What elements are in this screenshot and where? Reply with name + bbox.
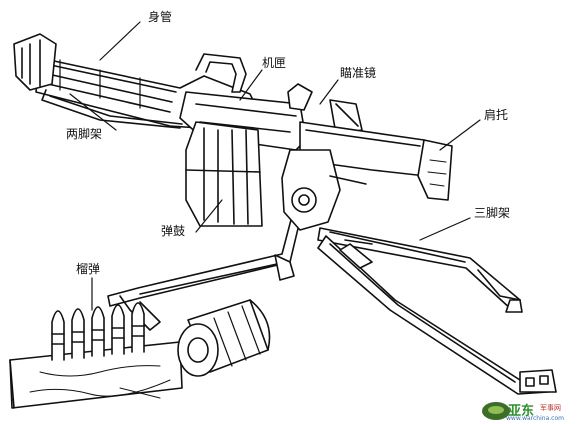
tripod-drawing [107, 215, 557, 395]
label-sight: 瞄准镜 [340, 66, 377, 80]
grenades-drawing [9, 302, 183, 409]
leader-lines [69, 21, 481, 311]
label-grenades: 榴弹 [76, 262, 101, 276]
spare-drum-drawing [177, 299, 271, 377]
barrel-leader [99, 21, 141, 61]
launcher-drawing [13, 33, 453, 231]
receiver-leader [239, 69, 263, 101]
label-drum: 弹鼓 [161, 224, 186, 238]
drum-leader [195, 199, 223, 233]
watermark-logo: 亚东 军事网 www.warchina.com [478, 400, 578, 422]
label-tripod: 三脚架 [474, 206, 511, 220]
label-barrel: 身管 [148, 10, 173, 24]
watermark-emblem [482, 402, 510, 420]
stock-leader [439, 119, 481, 151]
sight-leader [319, 79, 339, 105]
label-bipod: 两脚架 [66, 127, 103, 141]
label-stock: 肩托 [484, 108, 509, 122]
watermark-url: www.warchina.com [506, 415, 564, 422]
tripod-leader [419, 217, 471, 241]
bipod-leader [69, 93, 117, 131]
watermark-main: 亚东 [508, 404, 535, 419]
label-receiver: 机匣 [262, 56, 287, 70]
watermark-tag: 军事网 [540, 404, 561, 412]
